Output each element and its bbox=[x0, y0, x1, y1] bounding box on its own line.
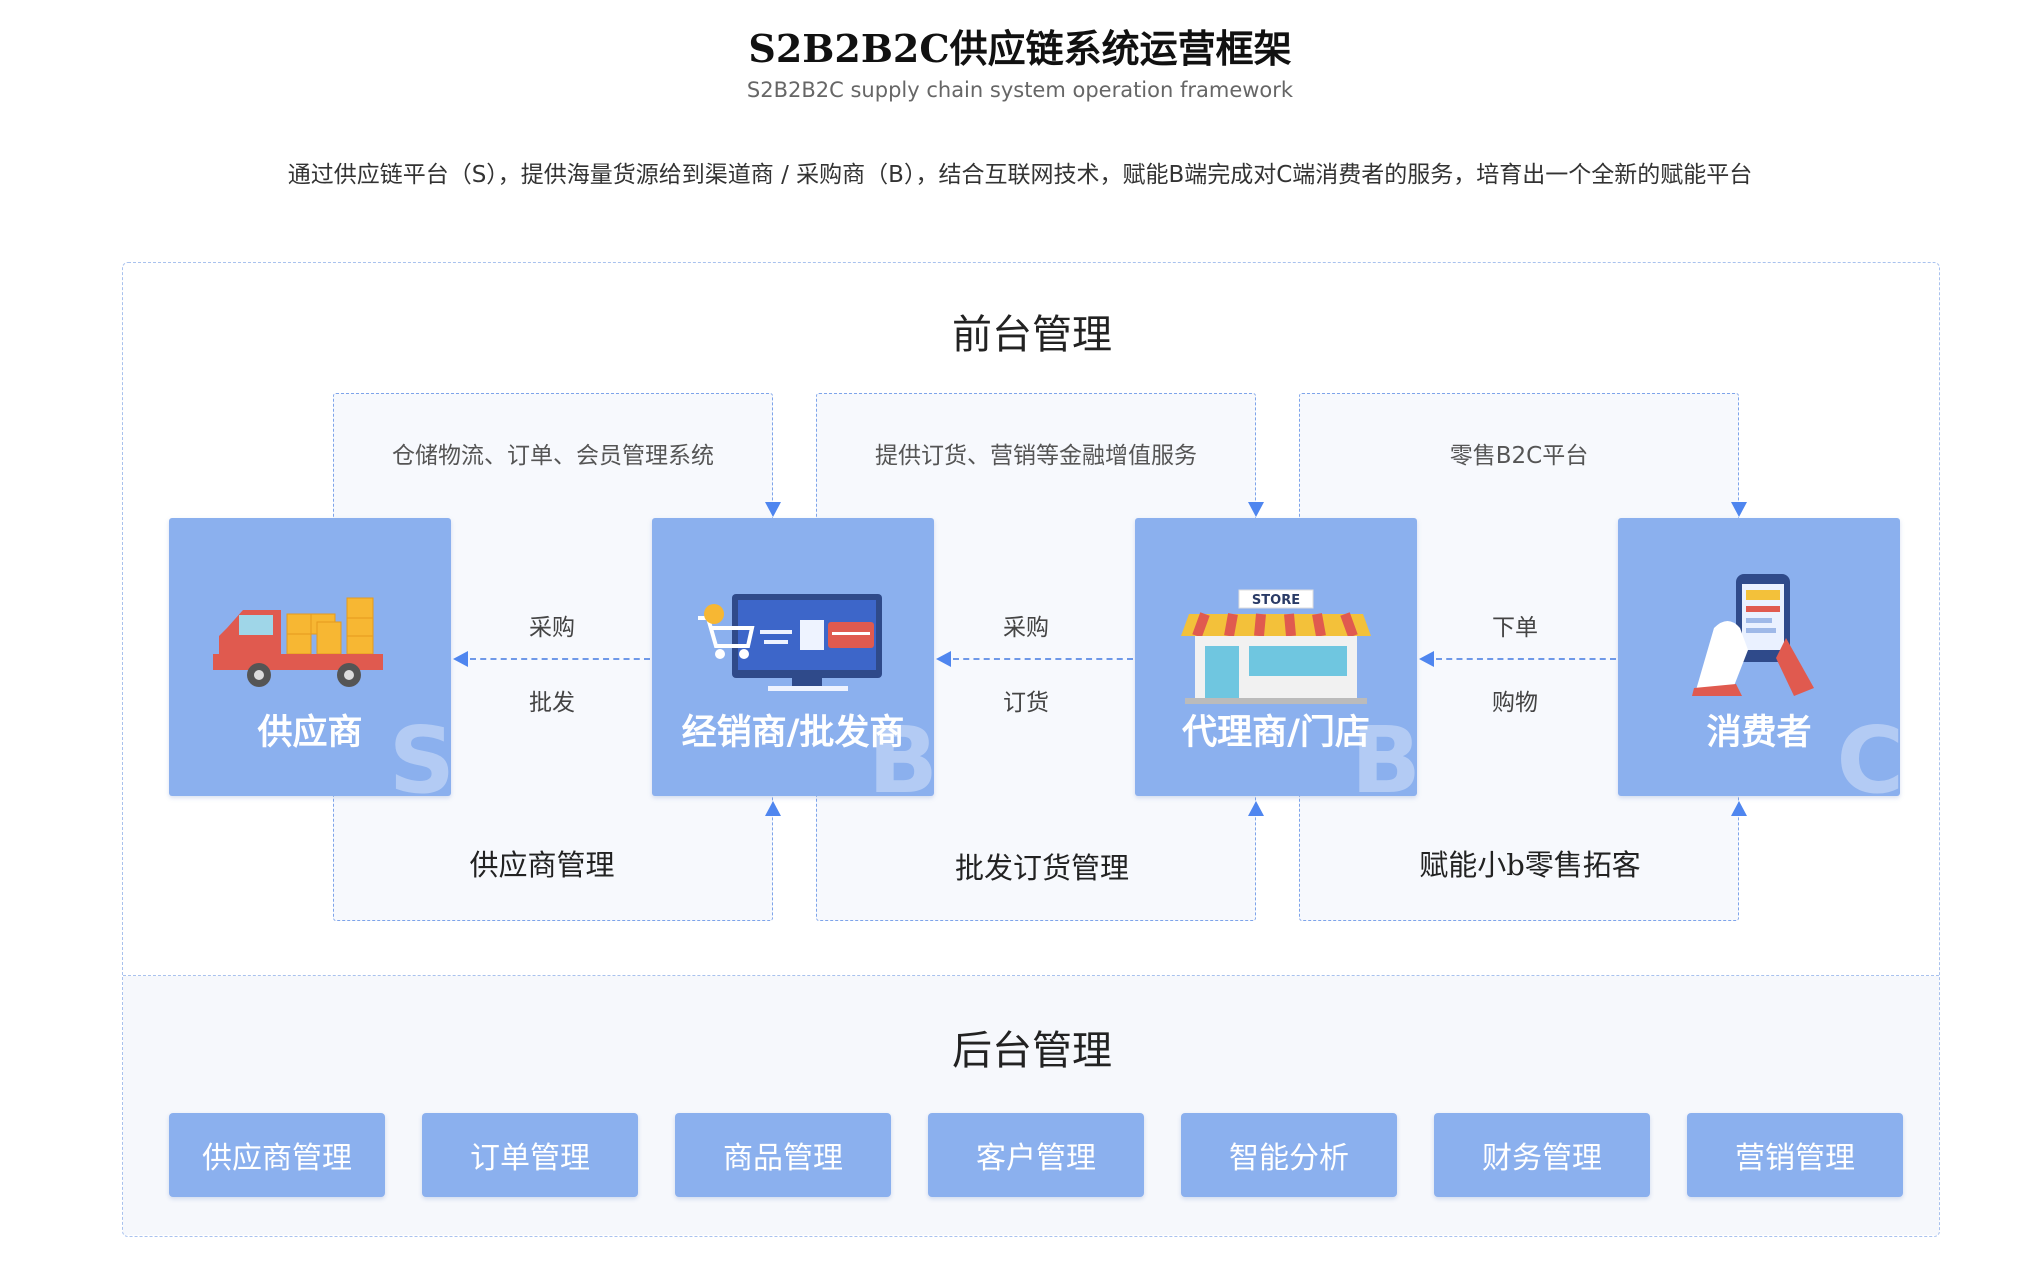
arrow-down-2 bbox=[1248, 502, 1264, 517]
store-sign-text: STORE bbox=[1252, 593, 1300, 608]
module-supplier-management[interactable]: 供应商管理 bbox=[169, 1113, 385, 1197]
page-subtitle: S2B2B2C supply chain system operation fr… bbox=[746, 78, 1294, 102]
arrow-up-2 bbox=[1248, 801, 1264, 816]
node-distributor[interactable]: 经销商/批发商 B bbox=[652, 518, 934, 796]
truck-icon bbox=[213, 597, 383, 687]
back-section-title: 后台管理 bbox=[952, 1028, 1112, 1074]
flow-1-bottom-label: 批发 bbox=[529, 690, 575, 716]
node-agent-store-label: 代理商/门店 bbox=[1182, 713, 1370, 753]
node-distributor-label: 经销商/批发商 bbox=[681, 713, 905, 753]
module-smart-analysis[interactable]: 智能分析 bbox=[1181, 1113, 1397, 1197]
band-2-bottom-label: 批发订货管理 bbox=[954, 851, 1129, 885]
arrow-left-2 bbox=[936, 651, 951, 667]
flow-line-3 bbox=[1436, 658, 1616, 660]
band-1-bottom-label: 供应商管理 bbox=[469, 848, 615, 882]
node-supplier[interactable]: 供应商 S bbox=[169, 518, 451, 796]
flow-3-top-label: 下单 bbox=[1492, 615, 1538, 641]
page-title: S2B2B2C供应链系统运营框架 bbox=[748, 26, 1292, 71]
module-customer-management[interactable]: 客户管理 bbox=[928, 1113, 1144, 1197]
arrow-up-1 bbox=[765, 801, 781, 816]
node-consumer[interactable]: 消费者 C bbox=[1618, 518, 1900, 796]
flow-line-2 bbox=[953, 658, 1133, 660]
module-marketing-management[interactable]: 营销管理 bbox=[1687, 1113, 1903, 1197]
band-3-top-label: 零售B2C平台 bbox=[1449, 443, 1589, 469]
arrow-left-1 bbox=[453, 651, 468, 667]
arrow-left-3 bbox=[1419, 651, 1434, 667]
mobile-shopping-icon bbox=[1692, 574, 1814, 696]
arrow-down-3 bbox=[1731, 502, 1747, 517]
node-distributor-letter: B bbox=[867, 707, 934, 796]
framework-frame bbox=[122, 262, 1940, 1237]
band-1-top-label: 仓储物流、订单、会员管理系统 bbox=[392, 443, 714, 469]
arrow-up-3 bbox=[1731, 801, 1747, 816]
front-section-title: 前台管理 bbox=[952, 312, 1112, 358]
flow-line-1 bbox=[470, 658, 650, 660]
band-2-top-label: 提供订货、营销等金融增值服务 bbox=[875, 443, 1197, 469]
node-consumer-letter: C bbox=[1836, 707, 1900, 796]
node-consumer-label: 消费者 bbox=[1706, 713, 1812, 753]
flow-1-top-label: 采购 bbox=[529, 615, 575, 641]
module-order-management[interactable]: 订单管理 bbox=[422, 1113, 638, 1197]
flow-3-bottom-label: 购物 bbox=[1492, 690, 1538, 716]
flow-2-bottom-label: 订货 bbox=[1003, 690, 1049, 716]
node-agent-store-letter: B bbox=[1350, 707, 1417, 796]
node-supplier-label: 供应商 bbox=[257, 713, 363, 753]
page-description: 通过供应链平台（S），提供海量货源给到渠道商 / 采购商（B），结合互联网技术，… bbox=[287, 162, 1753, 188]
module-product-management[interactable]: 商品管理 bbox=[675, 1113, 891, 1197]
module-finance-management[interactable]: 财务管理 bbox=[1434, 1113, 1650, 1197]
flow-2-top-label: 采购 bbox=[1003, 615, 1049, 641]
node-agent-store[interactable]: STORE 代理商/门店 B bbox=[1135, 518, 1417, 796]
arrow-down-1 bbox=[765, 502, 781, 517]
ecommerce-cart-icon bbox=[698, 594, 882, 691]
section-divider bbox=[123, 975, 1939, 976]
band-3-bottom-label: 赋能小b零售拓客 bbox=[1419, 848, 1641, 882]
node-supplier-letter: S bbox=[388, 707, 451, 796]
storefront-icon: STORE bbox=[1181, 589, 1371, 704]
